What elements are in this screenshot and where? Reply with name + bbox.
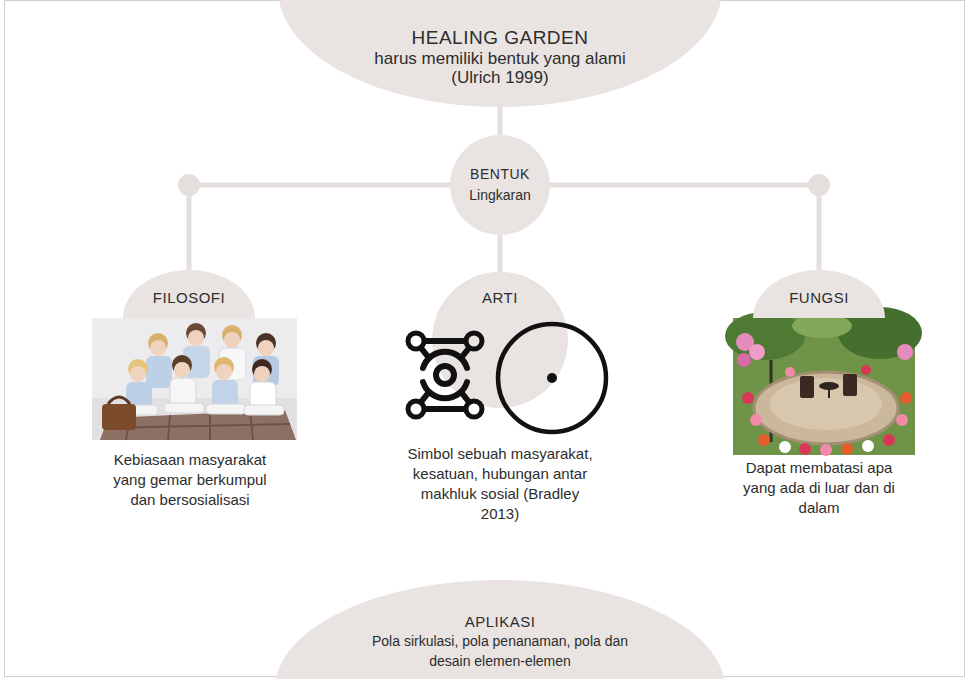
person-face [150, 340, 166, 356]
basket-handle [108, 397, 130, 404]
flower [861, 365, 871, 375]
person-face [254, 366, 270, 382]
node-heading: BENTUK [470, 164, 530, 185]
flower [758, 434, 770, 446]
node-shape [753, 270, 885, 318]
person-legs [164, 403, 204, 413]
flower-cluster [737, 353, 751, 367]
flower [862, 440, 874, 452]
node-heading: FUNGSI [789, 289, 849, 306]
table-leg [828, 386, 830, 398]
picnic-basket [102, 404, 136, 430]
node-shape [123, 270, 255, 318]
icon-center-ring [436, 366, 454, 384]
person-face [224, 332, 240, 348]
paving [770, 378, 882, 430]
node-shape-layer [450, 135, 550, 235]
icon-link [421, 348, 429, 358]
person-face [216, 364, 232, 380]
person-face [130, 366, 146, 382]
flower [820, 444, 832, 456]
flower [896, 414, 908, 426]
network-icon [408, 333, 482, 417]
person-face [258, 340, 274, 356]
connector-line [498, 235, 503, 272]
flower [742, 392, 754, 404]
photo-ground [92, 318, 297, 440]
application-ellipse: APLIKASIPola sirkulasi, pola penanaman, … [275, 580, 725, 679]
person-body [170, 378, 196, 406]
node-shape [450, 135, 550, 235]
flower-cluster [897, 344, 913, 360]
person-face [174, 362, 190, 378]
node-heading: HEALING GARDEN [412, 27, 589, 49]
person-face [188, 330, 204, 346]
node-heading: ARTI [482, 289, 518, 306]
node-heading: APLIKASI [465, 613, 536, 631]
garden-chair [800, 376, 814, 398]
circle-dot-icon [498, 324, 606, 432]
stone-circle [754, 372, 898, 444]
icon-center-dot [547, 373, 557, 383]
flower [799, 443, 811, 455]
node-text: Pola sirkulasi, pola penanaman, pola dan… [350, 631, 650, 671]
flower [900, 392, 912, 404]
person-body [146, 356, 172, 388]
category-circle: ARTI [432, 272, 568, 318]
node-shape [278, 0, 722, 107]
node-shape [275, 580, 725, 679]
title-ellipse: HEALING GARDENharus memiliki bentuk yang… [278, 0, 722, 107]
friends-photo [92, 318, 297, 440]
concept-circle: BENTUKLingkaran [450, 135, 550, 235]
flower [785, 367, 795, 377]
foliage [725, 312, 805, 360]
junction-dot [178, 174, 200, 196]
node-text: harus memiliki bentuk yang alami (Ulrich… [350, 49, 650, 88]
flower [750, 414, 762, 426]
description-text: Dapat membatasi apa yang ada di luar dan… [734, 458, 904, 518]
flower-cluster [749, 344, 765, 360]
description-text: Simbol sebuah masyarakat, kesatuan, hubu… [400, 444, 600, 524]
category-semicircle: FILOSOFI [123, 270, 255, 318]
person-legs [244, 405, 284, 415]
icon-link [461, 392, 469, 402]
icon-link [421, 392, 429, 402]
flower [779, 441, 791, 453]
junction-dot [808, 174, 830, 196]
node-text: Lingkaran [469, 185, 531, 206]
garden-photo [725, 307, 922, 456]
connector-line [498, 107, 503, 135]
person-legs [206, 404, 246, 414]
connector-line [550, 185, 819, 270]
description-text: Kebiasaan masyarakat yang gemar berkumpu… [105, 450, 275, 510]
icon-bar [426, 406, 464, 412]
category-semicircle: FUNGSI [753, 270, 885, 318]
garden-chair [843, 374, 857, 396]
node-heading: FILOSOFI [153, 289, 225, 306]
icon-ring [498, 324, 606, 432]
icon-bar [426, 338, 464, 344]
icon-link [461, 348, 469, 358]
flower [883, 434, 895, 446]
connector-line [189, 185, 450, 270]
node-shape [432, 272, 568, 318]
flower [841, 443, 853, 455]
